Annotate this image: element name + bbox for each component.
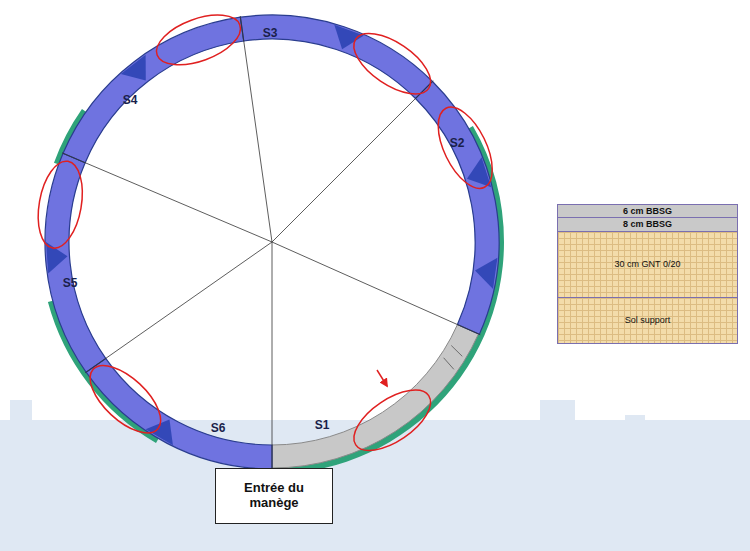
node-text: 8 cm BBSG: [619, 219, 676, 229]
radial-line: [272, 242, 273, 470]
section-label: S3: [263, 26, 278, 40]
defect-ellipse: [427, 99, 503, 197]
green-edge: [252, 242, 504, 474]
layer-box: Sol support: [557, 298, 738, 344]
layer-box: 30 cm GNT 0/20: [557, 232, 738, 298]
blue-section: [240, 15, 432, 98]
joint-marker: [334, 25, 364, 50]
section-label: S2: [450, 136, 465, 150]
layer-box: 6 cm BBSG: [557, 204, 738, 218]
section-label: S5: [63, 276, 78, 290]
tick-mark: [451, 346, 462, 357]
blue-section: [86, 358, 272, 469]
blue-section: [63, 17, 244, 162]
blue-section: [45, 153, 106, 372]
radial-line: [85, 242, 272, 373]
radial-line: [272, 81, 433, 242]
defect-ellipse: [344, 378, 440, 462]
section-label: S1: [315, 418, 330, 432]
radial-line: [62, 153, 272, 242]
node-text: 6 cm BBSG: [619, 206, 676, 216]
section-label: S4: [123, 93, 138, 107]
section-label: S6: [211, 421, 226, 435]
node-text: Entrée du manège: [216, 481, 332, 511]
layer-box: 8 cm BBSG: [557, 218, 738, 232]
blue-section: [416, 81, 499, 334]
tick-mark: [444, 358, 454, 370]
defect-ellipse: [32, 158, 89, 252]
entrance-box: Entrée du manège: [215, 468, 333, 524]
defect-ellipse: [150, 5, 247, 75]
joint-marker: [475, 258, 497, 289]
node-text: Sol support: [621, 315, 675, 325]
radial-line: [240, 16, 272, 242]
defect-ellipse: [79, 354, 172, 445]
joint-marker: [467, 157, 491, 187]
node-text: 30 cm GNT 0/20: [611, 259, 685, 269]
gray-section: [272, 325, 478, 468]
radial-line: [272, 242, 480, 335]
defect-ellipse: [344, 22, 440, 106]
joint-marker: [121, 55, 146, 81]
pointer-arrow: [377, 370, 387, 386]
